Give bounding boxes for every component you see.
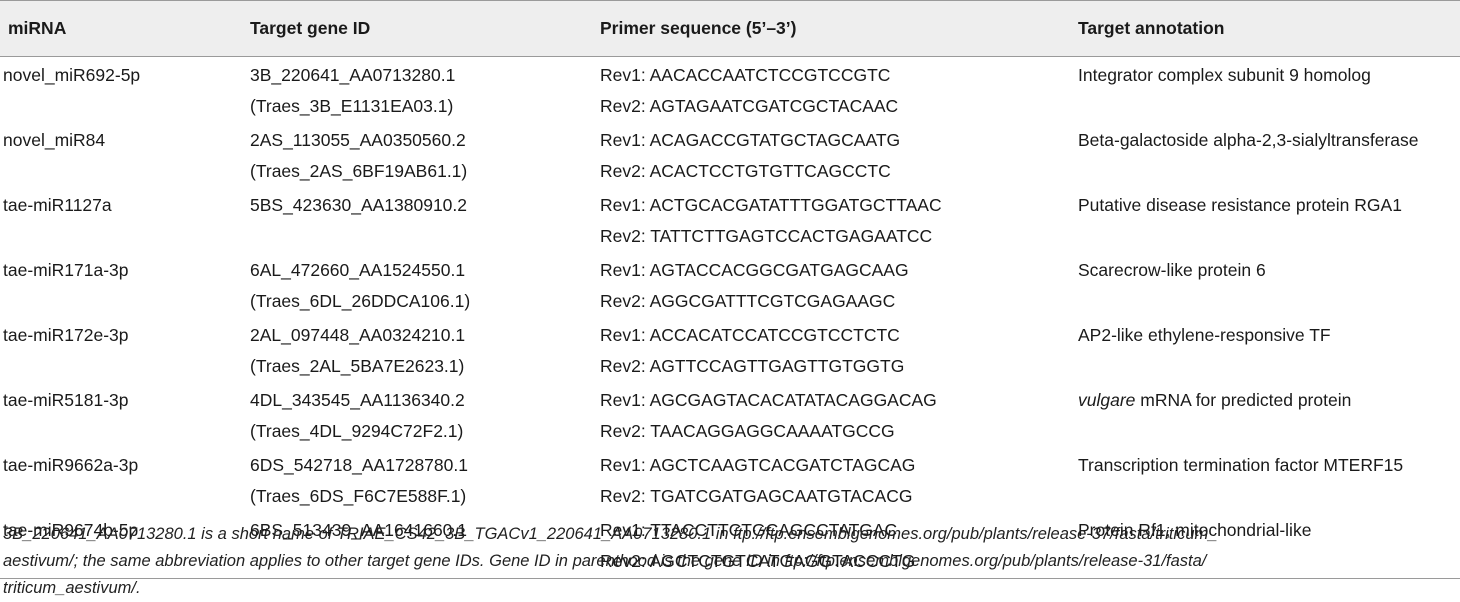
primer-cell: Rev1: ACAGACCGTATGCTAGCAATG Rev2: ACACTC…: [600, 122, 1078, 187]
annotation-cell: Transcription termination factor MTERF15: [1078, 447, 1460, 512]
primer-rev2: Rev2: TGATCGATGAGCAATGTACACG: [600, 486, 913, 506]
primer-rev2: Rev2: AGCTCTGTCATGAGGTACCCTG: [600, 551, 916, 571]
gene-id: 5BS_423630_AA1380910.2: [250, 195, 468, 215]
primer-cell: Rev1: AACACCAATCTCCGTCCGTC Rev2: AGTAGAA…: [600, 57, 1078, 123]
mirna-cell: tae-miR9662a-3p: [3, 455, 139, 475]
gene-id-cell: 3B_220641_AA0713280.1 (Traes_3B_E1131EA0…: [250, 57, 600, 123]
gene-id-alt: (Traes_2AL_5BA7E2623.1): [250, 356, 465, 376]
footnote-line-1: 3B_220641_AA0713280.1 is a short name of…: [3, 525, 1218, 543]
primer-cell: Rev1: AGCGAGTACACATATACAGGACAG Rev2: TAA…: [600, 382, 1078, 447]
table-row: tae-miR9674b-5p 6BS_513439_AA1641660.1 R…: [0, 512, 1460, 578]
primer-rev1: Rev1: ACCACATCCATCCGTCCTCTC: [600, 325, 900, 345]
primer-cell: Rev1: TTACCTTCTGCAGCCTATGAC Rev2: AGCTCT…: [600, 512, 1078, 578]
primer-rev1: Rev1: AGCGAGTACACATATACAGGACAG: [600, 390, 937, 410]
header-primer-sequence: Primer sequence (5’–3’): [600, 18, 797, 38]
gene-id-cell: 2AL_097448_AA0324210.1 (Traes_2AL_5BA7E2…: [250, 317, 600, 382]
mirna-cell: tae-miR1127a: [3, 195, 112, 215]
mirna-cell: novel_miR692-5p: [3, 65, 141, 85]
primer-cell: Rev1: ACCACATCCATCCGTCCTCTC Rev2: AGTTCC…: [600, 317, 1078, 382]
annotation-cell: AP2-like ethylene-responsive TF: [1078, 317, 1460, 382]
gene-id-cell: 6AL_472660_AA1524550.1 (Traes_6DL_26DDCA…: [250, 252, 600, 317]
annotation-text: Integrator complex subunit 9 homolog: [1078, 65, 1371, 85]
annotation-cell: vulgare mRNA for predicted protein: [1078, 382, 1460, 447]
annotation-text: Putative disease resistance protein RGA1: [1078, 195, 1402, 215]
primer-rev1: Rev1: AGTACCACGGCGATGAGCAAG: [600, 260, 909, 280]
gene-id: 3B_220641_AA0713280.1: [250, 65, 456, 85]
primer-rev1: Rev1: ACTGCACGATATTTGGATGCTTAAC: [600, 195, 942, 215]
footnote-line-3: triticum_aestivum/.: [3, 579, 141, 597]
table-row: tae-miR9662a-3p 6DS_542718_AA1728780.1 (…: [0, 447, 1460, 512]
gene-id: 4DL_343545_AA1136340.2: [250, 390, 465, 410]
annotation-text: Beta-galactoside alpha-2,3-sialyltransfe…: [1078, 130, 1419, 150]
footnote-line-2: aestivum/; the same abbreviation applies…: [3, 552, 1207, 570]
table-row: tae-miR171a-3p 6AL_472660_AA1524550.1 (T…: [0, 252, 1460, 317]
annotation-cell: Beta-galactoside alpha-2,3-sialyltransfe…: [1078, 122, 1460, 187]
gene-id-cell: 5BS_423630_AA1380910.2: [250, 187, 600, 252]
table-body: novel_miR692-5p 3B_220641_AA0713280.1 (T…: [0, 57, 1460, 578]
primer-cell: Rev1: ACTGCACGATATTTGGATGCTTAAC Rev2: TA…: [600, 187, 1078, 252]
primer-rev2: Rev2: AGTTCCAGTTGAGTTGTGGTG: [600, 356, 905, 376]
primer-rev1: Rev1: TTACCTTCTGCAGCCTATGAC: [600, 520, 898, 540]
annotation-italic: vulgare: [1078, 390, 1136, 410]
gene-id-alt: (Traes_6DL_26DDCA106.1): [250, 291, 471, 311]
mirna-cell: tae-miR5181-3p: [3, 390, 129, 410]
gene-id-alt: (Traes_2AS_6BF19AB61.1): [250, 161, 468, 181]
annotation-text: mRNA for predicted protein: [1135, 390, 1352, 410]
annotation-text: AP2-like ethylene-responsive TF: [1078, 325, 1331, 345]
annotation-cell: Putative disease resistance protein RGA1: [1078, 187, 1460, 252]
mirna-cell: tae-miR172e-3p: [3, 325, 129, 345]
gene-id-cell: 2AS_113055_AA0350560.2 (Traes_2AS_6BF19A…: [250, 122, 600, 187]
gene-id: 2AS_113055_AA0350560.2: [250, 130, 466, 150]
table-row: tae-miR1127a 5BS_423630_AA1380910.2 Rev1…: [0, 187, 1460, 252]
gene-id-alt: (Traes_4DL_9294C72F2.1): [250, 421, 464, 441]
table-row: tae-miR5181-3p 4DL_343545_AA1136340.2 (T…: [0, 382, 1460, 447]
table-row: novel_miR84 2AS_113055_AA0350560.2 (Trae…: [0, 122, 1460, 187]
primer-rev2: Rev2: ACACTCCTGTGTTCAGCCTC: [600, 161, 891, 181]
gene-id: 6BS_513439_AA1641660.1: [250, 520, 468, 540]
header-target-gene-id: Target gene ID: [250, 18, 371, 38]
gene-id-alt: (Traes_3B_E1131EA03.1): [250, 96, 454, 116]
primer-rev2: Rev2: TATTCTTGAGTCCACTGAGAATCC: [600, 226, 933, 246]
gene-id-cell: 6DS_542718_AA1728780.1 (Traes_6DS_F6C7E5…: [250, 447, 600, 512]
gene-id: 2AL_097448_AA0324210.1: [250, 325, 466, 345]
annotation-text: Protein Rf1, mitochondrial-like: [1078, 520, 1312, 540]
primer-table-container: miRNA Target gene ID Primer sequence (5’…: [0, 0, 1460, 578]
primer-cell: Rev1: AGCTCAAGTCACGATCTAGCAG Rev2: TGATC…: [600, 447, 1078, 512]
primer-rev1: Rev1: ACAGACCGTATGCTAGCAATG: [600, 130, 901, 150]
primer-rev1: Rev1: AACACCAATCTCCGTCCGTC: [600, 65, 891, 85]
primer-rev2: Rev2: AGTAGAATCGATCGCTACAAC: [600, 96, 899, 116]
primer-cell: Rev1: AGTACCACGGCGATGAGCAAG Rev2: AGGCGA…: [600, 252, 1078, 317]
gene-id: 6AL_472660_AA1524550.1: [250, 260, 466, 280]
annotation-cell: Integrator complex subunit 9 homolog: [1078, 57, 1460, 123]
header-mirna: miRNA: [8, 18, 67, 38]
annotation-text: Scarecrow-like protein 6: [1078, 260, 1266, 280]
header-target-annotation: Target annotation: [1078, 18, 1225, 38]
table-header: miRNA Target gene ID Primer sequence (5’…: [0, 0, 1460, 57]
table-row: tae-miR172e-3p 2AL_097448_AA0324210.1 (T…: [0, 317, 1460, 382]
gene-id: 6DS_542718_AA1728780.1: [250, 455, 468, 475]
table-row: novel_miR692-5p 3B_220641_AA0713280.1 (T…: [0, 57, 1460, 123]
gene-id-cell: 6BS_513439_AA1641660.1: [250, 512, 600, 578]
primer-rev1: Rev1: AGCTCAAGTCACGATCTAGCAG: [600, 455, 916, 475]
primer-rev2: Rev2: TAACAGGAGGCAAAATGCCG: [600, 421, 895, 441]
gene-id-cell: 4DL_343545_AA1136340.2 (Traes_4DL_9294C7…: [250, 382, 600, 447]
header-row: miRNA Target gene ID Primer sequence (5’…: [0, 0, 1460, 57]
mirna-cell: novel_miR84: [3, 130, 106, 150]
table-footnote: 3B_220641_AA0713280.1 is a short name of…: [3, 521, 1443, 602]
primer-rev2: Rev2: AGGCGATTTCGTCGAGAAGC: [600, 291, 896, 311]
annotation-cell: Protein Rf1, mitochondrial-like: [1078, 512, 1460, 578]
gene-id-alt: (Traes_6DS_F6C7E588F.1): [250, 486, 467, 506]
mirna-cell: tae-miR9674b-5p: [3, 520, 139, 540]
primer-table: miRNA Target gene ID Primer sequence (5’…: [0, 0, 1460, 578]
mirna-cell: tae-miR171a-3p: [3, 260, 129, 280]
annotation-cell: Scarecrow-like protein 6: [1078, 252, 1460, 317]
annotation-text: Transcription termination factor MTERF15: [1078, 455, 1404, 475]
